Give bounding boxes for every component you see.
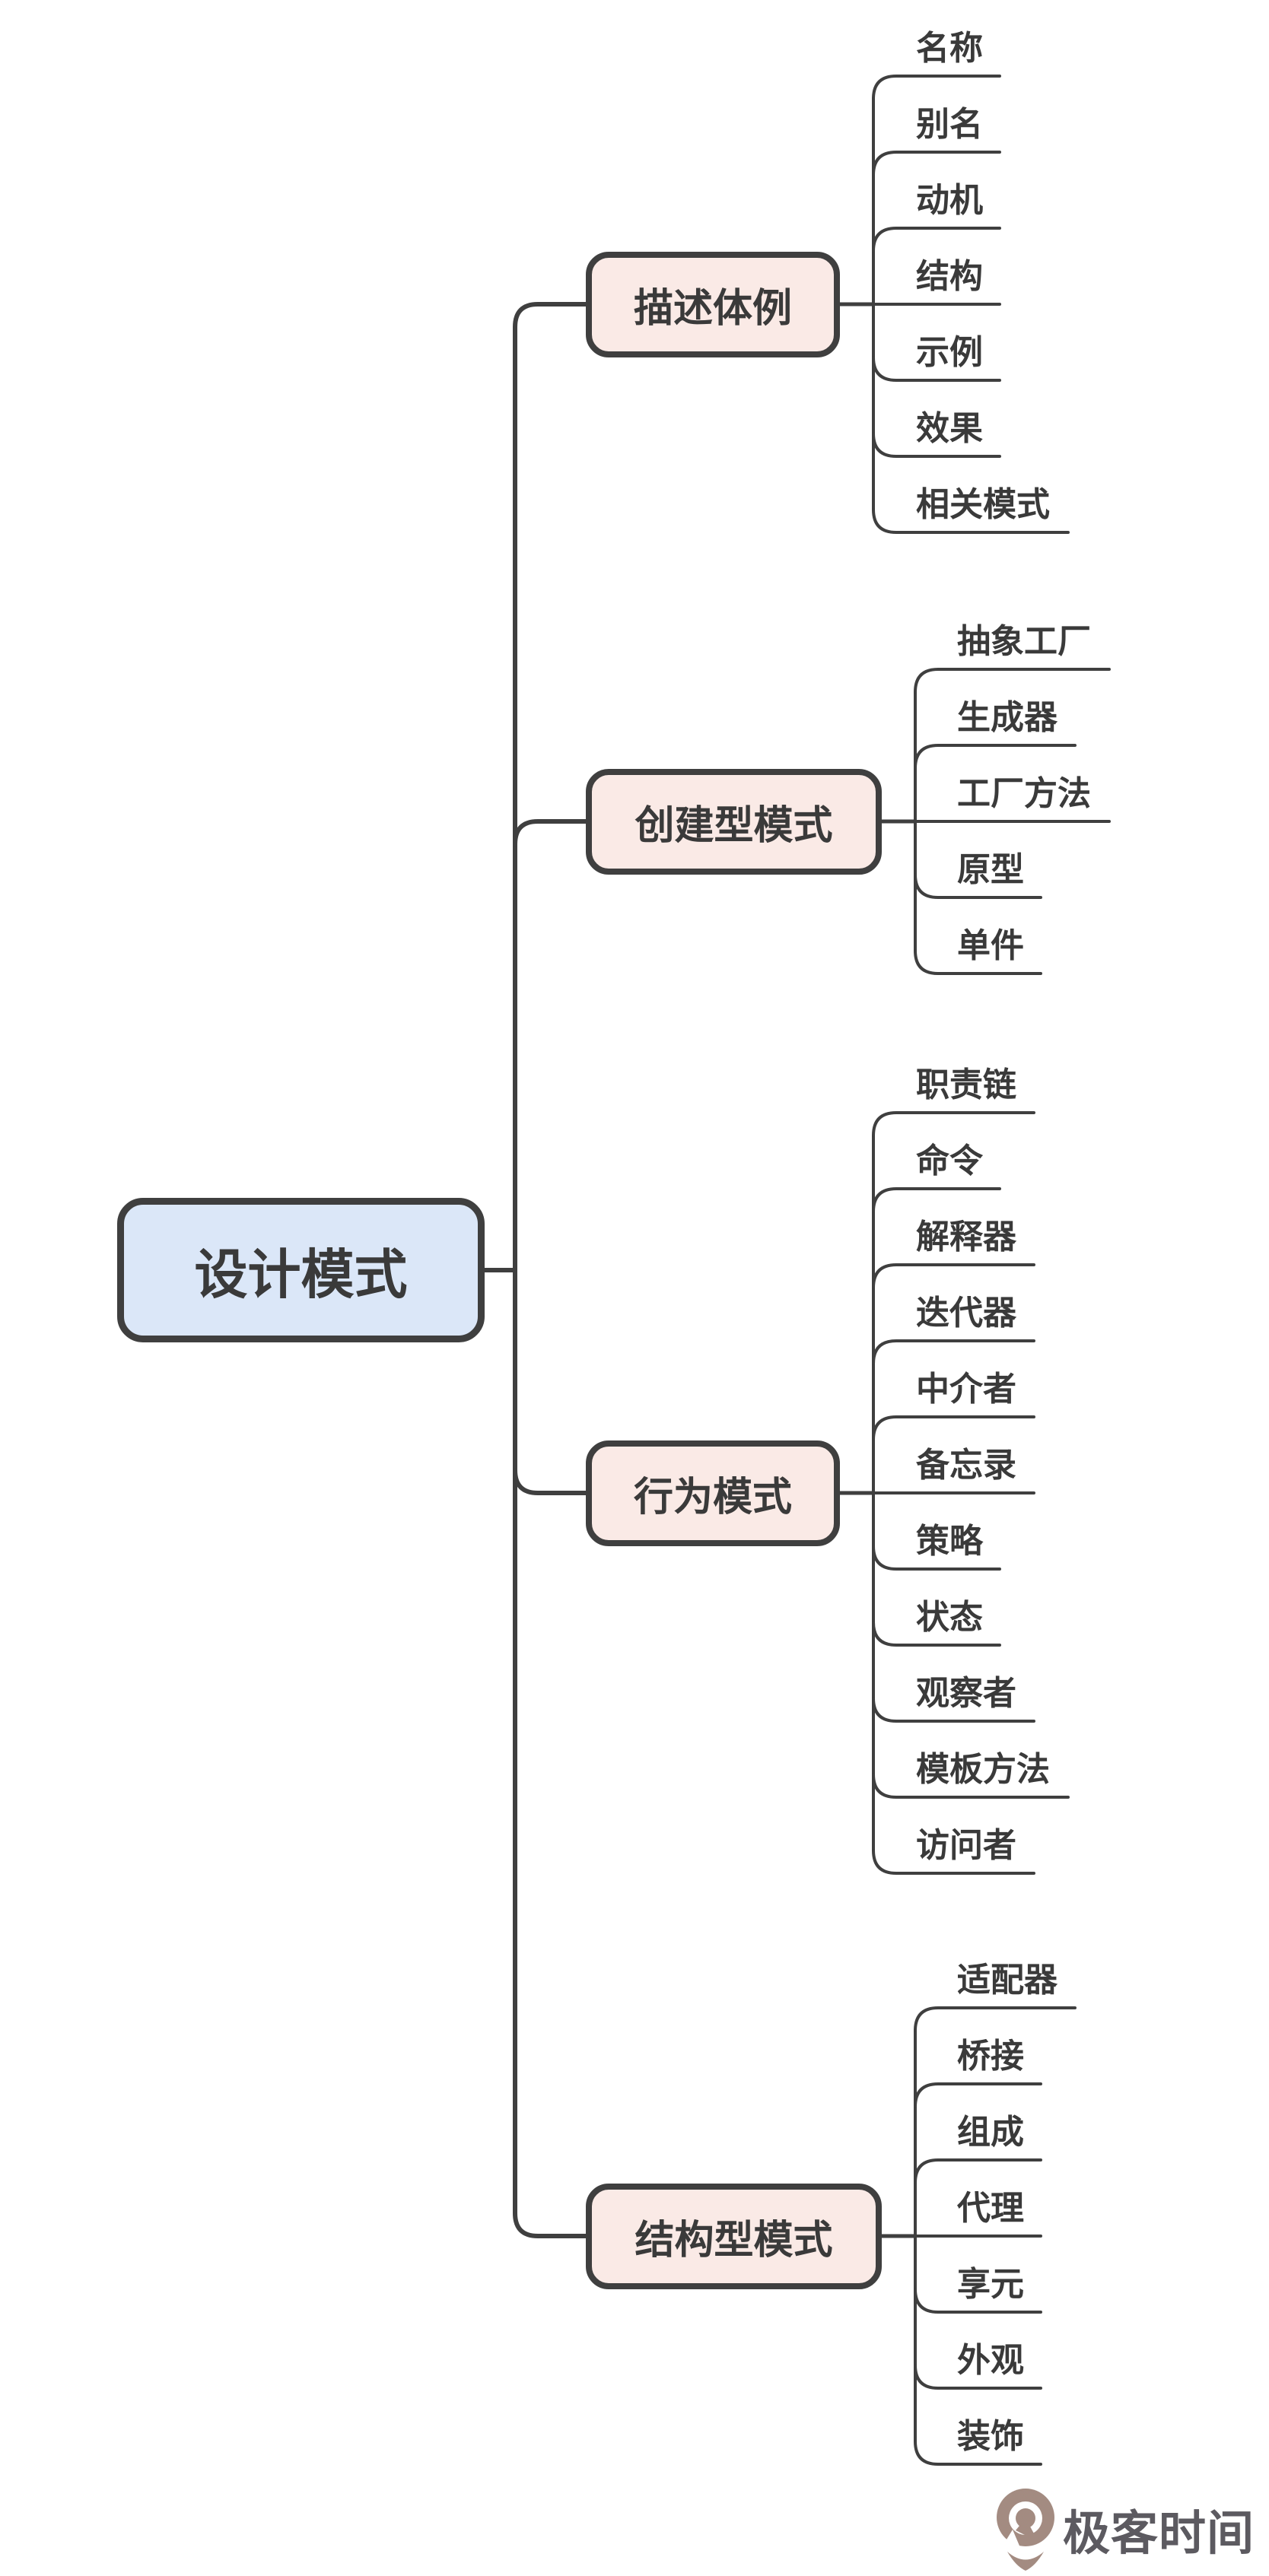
child-topic[interactable]: 抽象工厂 [957,625,1091,659]
root-topic-label: 设计模式 [195,1232,408,1309]
child-underline [915,2008,1075,2031]
branch-topic-label: 结构型模式 [634,2208,832,2265]
child-topic[interactable]: 名称 [916,32,983,65]
child-underline [915,2160,1041,2183]
branch-topic[interactable]: 创建型模式 [586,769,882,875]
child-topic[interactable]: 动机 [916,184,983,218]
child-topic[interactable]: 命令 [916,1145,983,1178]
child-topic[interactable]: 装饰 [957,2420,1024,2454]
child-underline [873,152,1000,175]
child-topic[interactable]: 模板方法 [916,1753,1050,1787]
child-topic[interactable]: 策略 [916,1525,983,1558]
child-topic[interactable]: 中介者 [916,1373,1016,1406]
child-underline [873,76,1000,99]
branch-topic-label: 描述体例 [634,276,792,333]
child-topic[interactable]: 示例 [916,336,983,370]
child-topic[interactable]: 外观 [957,2344,1024,2377]
child-topic[interactable]: 职责链 [916,1069,1016,1102]
brand-name: 极客时间 [1063,2495,1255,2563]
child-topic[interactable]: 原型 [957,853,1024,887]
child-underline [873,1189,1000,1212]
child-topic[interactable]: 结构 [916,260,983,294]
child-topic[interactable]: 效果 [916,412,983,446]
root-topic[interactable]: 设计模式 [117,1198,485,1342]
child-topic[interactable]: 生成器 [957,701,1058,735]
child-topic[interactable]: 代理 [957,2192,1024,2225]
branch-topic[interactable]: 描述体例 [586,252,840,357]
child-topic[interactable]: 工厂方法 [957,777,1091,811]
branch-topic[interactable]: 行为模式 [586,1440,840,1546]
child-underline [915,745,1075,768]
child-topic[interactable]: 访问者 [916,1829,1016,1863]
child-topic[interactable]: 组成 [957,2116,1024,2149]
child-topic[interactable]: 观察者 [916,1677,1016,1710]
child-underline [873,1417,1034,1440]
branch-connector [515,821,592,844]
child-underline [873,1113,1034,1136]
child-underline [873,1341,1034,1364]
branch-topic-label: 创建型模式 [634,793,832,850]
child-topic[interactable]: 迭代器 [916,1297,1016,1330]
child-topic[interactable]: 状态 [916,1601,983,1634]
child-topic[interactable]: 解释器 [916,1221,1016,1254]
branch-topic[interactable]: 结构型模式 [586,2184,882,2289]
child-underline [915,2084,1041,2107]
child-topic[interactable]: 适配器 [957,1964,1058,1997]
child-topic[interactable]: 单件 [957,929,1024,963]
branch-connector [515,1470,592,1493]
child-topic[interactable]: 享元 [957,2268,1024,2301]
brand-footer: 极客时间 [995,2485,1255,2572]
main-spine [515,304,592,2236]
geektime-logo-icon [995,2485,1056,2572]
child-topic[interactable]: 别名 [916,108,983,141]
child-underline [915,669,1109,692]
child-underline [873,228,1000,251]
child-topic[interactable]: 相关模式 [916,488,1050,522]
child-topic[interactable]: 桥接 [957,2040,1024,2073]
branch-topic-label: 行为模式 [634,1465,792,1522]
child-underline [873,1265,1034,1288]
child-topic[interactable]: 备忘录 [916,1449,1016,1482]
